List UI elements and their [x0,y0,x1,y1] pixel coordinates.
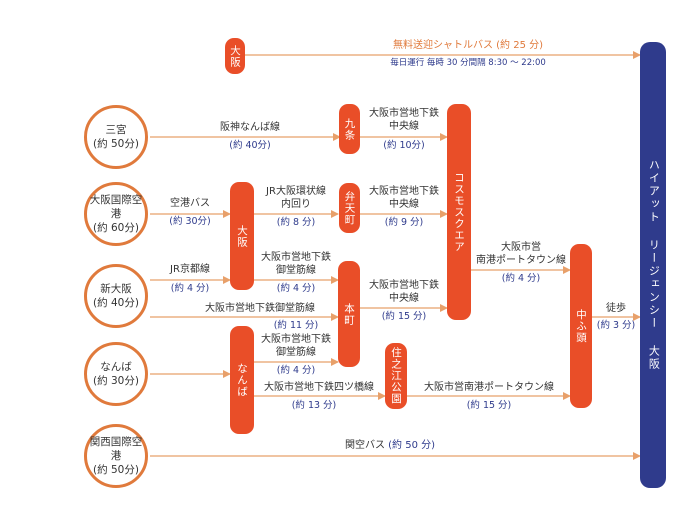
origin-name: なんば [100,360,132,373]
origin-namba: なんば (約 30分) [84,342,148,406]
label-airport-bus: 空港バス [170,198,210,209]
origin-name: 関西国際空港 [89,435,143,462]
label-yotsu: 大阪市営地下鉄四ツ橋線 [264,382,374,393]
label-chuo3-time: (約 15 分) [381,311,427,322]
label-chuo1-time: (約 10分) [383,140,425,151]
label-jr-loop-text: JR大阪環状線 内回り [266,186,326,210]
origin-name: 大阪国際空港 [89,193,143,220]
origin-kansai-airport: 関西国際空港 (約 50分) [84,424,148,488]
label-mido1: 大阪市営地下鉄 御堂筋線 [254,252,338,277]
label-mido-long-time: (約 11 分) [273,320,319,331]
label-chuo2-text: 大阪市営地下鉄 中央線 [369,186,439,210]
label-jr-loop-time: (約 8 分) [276,217,316,228]
label-nanko2-time: (約 15 分) [466,400,512,411]
label-kix-bus: 関空バス (約 50 分) [300,440,480,453]
station-nakafuto: 中ふ頭 [570,244,592,408]
station-namba: なんば [230,326,254,434]
label-nanko1-time: (約 4 分) [501,273,541,284]
label-nanko1-text: 大阪市営 南港ポートタウン線 [476,242,566,266]
station-kujo: 九条 [339,104,360,154]
label-shuttle-schedule: 毎日運行 毎時 30 分間隔 8:30 ～ 22:00 [390,58,546,68]
label-mido1-time: (約 4 分) [276,283,316,294]
label-mido2-text: 大阪市営地下鉄 御堂筋線 [261,334,331,358]
label-nanko1: 大阪市営 南港ポートタウン線 [466,242,576,267]
label-yotsu-time: (約 13 分) [291,400,337,411]
hotel-hyatt-regency-osaka: ハイアット リージェンシー 大阪 [640,42,666,488]
station-osaka: 大阪 [225,38,245,74]
label-chuo3-text: 大阪市営地下鉄 中央線 [369,280,439,304]
label-walk-time: (約 3 分) [596,320,636,331]
label-airport-bus-time: (約 30分) [169,216,211,227]
label-jr-kyoto-time: (約 4 分) [170,283,210,294]
origin-time: (約 50分) [93,464,139,477]
label-hanshin-time: (約 40分) [229,140,271,151]
label-kix-bus-text: 関空バス [344,440,385,451]
station-honmachi: 本町 [338,261,360,367]
label-kix-bus-time: (約 50 分) [388,440,436,451]
label-chuo1: 大阪市営地下鉄 中央線 [360,108,448,133]
label-shuttle: 無料送迎シャトルバス (約 25 分) [392,40,544,51]
label-jr-kyoto: JR京都線 [170,264,210,275]
label-walk: 徒歩 [606,303,626,314]
label-mido2: 大阪市営地下鉄 御堂筋線 [254,334,338,359]
label-jr-loop: JR大阪環状線 内回り [254,186,338,211]
label-chuo1-text: 大阪市営地下鉄 中央線 [369,108,439,132]
origin-itami-airport: 大阪国際空港 (約 60分) [84,182,148,246]
origin-sannomiya: 三宮 (約 50分) [84,105,148,169]
origin-time: (約 50分) [93,138,139,150]
station-suminoe-koen: 住之江公園 [385,343,407,409]
origin-time: (約 60分) [93,222,139,235]
station-osaka-jr: 大阪 [230,182,254,290]
origin-shin-osaka: 新大阪 (約 40分) [84,264,148,328]
station-cosmosquare: コスモスクエア [447,104,471,320]
label-hanshin: 阪神なんば線 [220,122,280,133]
label-chuo3: 大阪市営地下鉄 中央線 [360,280,448,305]
origin-name: 三宮 [105,123,127,136]
label-mido-long: 大阪市営地下鉄御堂筋線 [205,303,315,314]
origin-time: (約 30分) [93,375,139,387]
origin-name: 新大阪 [100,282,132,295]
label-chuo2-time: (約 9 分) [384,217,424,228]
label-mido1-text: 大阪市営地下鉄 御堂筋線 [261,252,331,276]
label-chuo2: 大阪市営地下鉄 中央線 [360,186,448,211]
label-mido2-time: (約 4 分) [276,365,316,376]
label-nanko2: 大阪市営南港ポートタウン線 [424,382,554,393]
station-bentencho: 弁天町 [339,183,360,233]
origin-time: (約 40分) [93,297,139,309]
